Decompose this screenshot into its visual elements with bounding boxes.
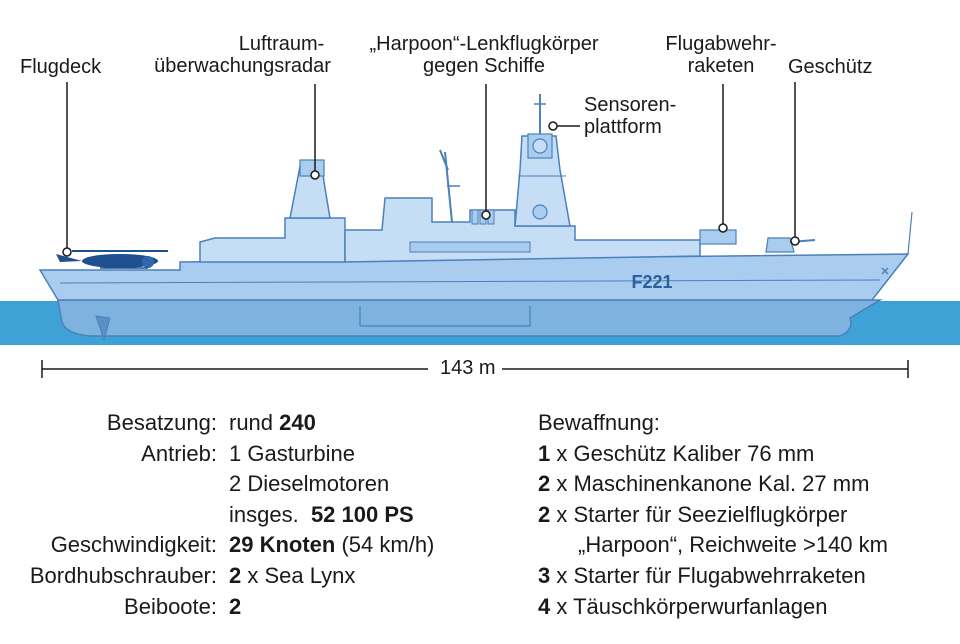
armament-title: Bewaffnung: <box>538 410 660 435</box>
helicopter <box>56 250 168 269</box>
hangar <box>199 217 346 263</box>
label-flugabwehr: Flugabwehr- raketen <box>665 33 777 77</box>
hull-number: F221 <box>631 272 672 292</box>
armament-list: Bewaffnung: 1 x Geschütz Kaliber 76 mm 2… <box>538 408 958 622</box>
label-flugdeck: Flugdeck <box>20 56 102 78</box>
hull-underwater <box>57 299 883 337</box>
spec-row: Bordhubschrauber:2 x Sea Lynx <box>29 562 356 588</box>
spec-row: Beiboote:2 <box>124 593 242 619</box>
gun-turret <box>765 237 795 253</box>
label-harpoon: „Harpoon“-Lenkflugkörper gegen Schiffe <box>369 33 599 77</box>
spec-row: Geschwindigkeit:29 Knoten (54 km/h) <box>50 532 435 558</box>
frigate-illustration: F221 <box>0 82 960 378</box>
spec-row: insges. 52 100 PS <box>229 501 414 527</box>
spec-row: Antrieb:1 Gasturbine <box>141 440 355 466</box>
propeller <box>95 315 111 342</box>
label-sensor-platform: Sensoren- plattform <box>584 94 677 138</box>
label-geschuetz: Geschütz <box>788 56 873 78</box>
length-label: 143 m <box>434 357 502 380</box>
armament-item: 4 x Täuschkörperwurfanlagen <box>538 593 828 619</box>
armament-item: 1 x Geschütz Kaliber 76 mm <box>538 440 815 466</box>
armament-item: 2 x Starter für Seezielflugkörper <box>538 501 848 527</box>
hull <box>38 253 910 301</box>
length-measure <box>41 360 909 378</box>
specs-table: Besatzung:rund 240 Antrieb:1 Gasturbine … <box>0 408 520 622</box>
armament-item: „Harpoon“, Reichweite >140 km <box>578 532 888 558</box>
armament-item: 2 x Maschinenkanone Kal. 27 mm <box>538 471 870 497</box>
label-radar: Luftraum- überwachungsradar <box>154 33 331 77</box>
armament-item: 3 x Starter für Flugabwehrraketen <box>538 562 866 588</box>
spec-row: 2 Dieselmotoren <box>229 471 390 497</box>
spec-row: Besatzung:rund 240 <box>106 410 316 435</box>
